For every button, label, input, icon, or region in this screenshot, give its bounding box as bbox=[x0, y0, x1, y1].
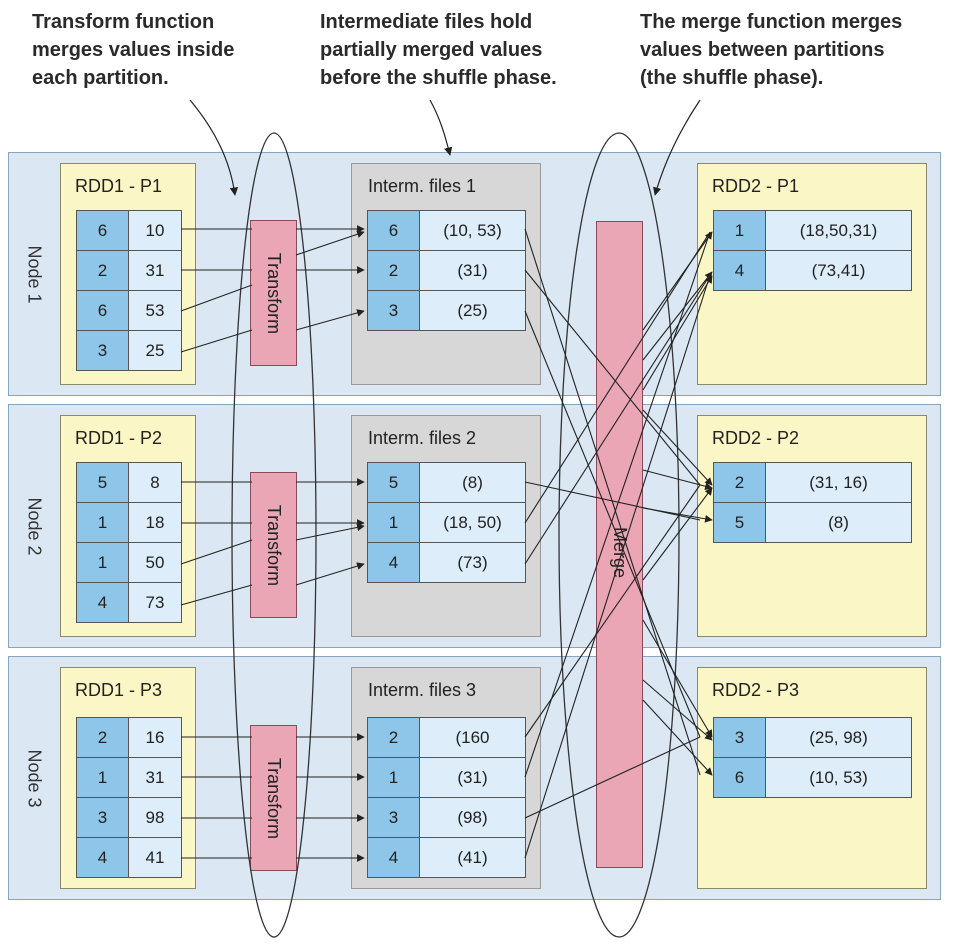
table-row: 4(41) bbox=[367, 837, 526, 878]
merge-box: Merge bbox=[596, 221, 643, 868]
transform-box-node-3: Transform bbox=[250, 725, 297, 871]
table-row: 2(31, 16) bbox=[713, 462, 912, 503]
transform-box-node-2: Transform bbox=[250, 472, 297, 618]
rdd2-p2-title: RDD2 - P2 bbox=[712, 428, 800, 448]
interm-files-3-table: 2(160 1(31) 3(98) 4(41) bbox=[367, 717, 526, 878]
table-row: 2(160 bbox=[367, 717, 526, 758]
interm-files-3-panel: Interm. files 3 2(160 1(31) 3(98) 4(41) bbox=[351, 667, 541, 889]
node-2-label: Node 2 bbox=[24, 496, 45, 556]
rdd2-p1-table: 1(18,50,31) 4(73,41) bbox=[713, 210, 912, 291]
callout-intermediate-files: Intermediate files hold partially merged… bbox=[320, 11, 557, 89]
interm-files-1-title: Interm. files 1 bbox=[368, 176, 477, 196]
interm-files-2-panel: Interm. files 2 5(8) 1(18, 50) 4(73) bbox=[351, 415, 541, 637]
table-row: 6(10, 53) bbox=[367, 210, 526, 251]
table-row: 3(98) bbox=[367, 797, 526, 838]
rdd2-p2-table: 2(31, 16) 5(8) bbox=[713, 462, 912, 543]
rdd2-p3-panel: RDD2 - P3 3(25, 98) 6(10, 53) bbox=[697, 667, 927, 889]
interm-files-2-title: Interm. files 2 bbox=[368, 428, 477, 448]
node-3-label: Node 3 bbox=[24, 748, 45, 808]
table-row: 3(25) bbox=[367, 290, 526, 331]
interm-files-2-table: 5(8) 1(18, 50) 4(73) bbox=[367, 462, 526, 583]
table-row: 1(31) bbox=[367, 757, 526, 798]
callout-intermediate-pointer bbox=[429, 99, 453, 156]
interm-files-1-table: 6(10, 53) 2(31) 3(25) bbox=[367, 210, 526, 331]
table-row: 5(8) bbox=[713, 502, 912, 543]
table-row: 1(18, 50) bbox=[367, 502, 526, 543]
interm-files-1-panel: Interm. files 1 6(10, 53) 2(31) 3(25) bbox=[351, 163, 541, 385]
rdd2-p1-title: RDD2 - P1 bbox=[712, 176, 800, 196]
table-row: 1(18,50,31) bbox=[713, 210, 912, 251]
table-row: 5(8) bbox=[367, 462, 526, 503]
table-row: 3(25, 98) bbox=[713, 717, 912, 758]
rdd1-p2-title: RDD1 - P2 bbox=[75, 428, 163, 448]
table-row: 2(31) bbox=[367, 250, 526, 291]
callout-transform: Transform function merges values inside … bbox=[32, 11, 235, 89]
rdd1-p3-title: RDD1 - P3 bbox=[75, 680, 163, 700]
rdd2-p2-panel: RDD2 - P2 2(31, 16) 5(8) bbox=[697, 415, 927, 637]
rdd2-p3-table: 3(25, 98) 6(10, 53) bbox=[713, 717, 912, 798]
rdd1-p1-title: RDD1 - P1 bbox=[75, 176, 163, 196]
table-row: 4(73) bbox=[367, 542, 526, 583]
transform-box-node-1: Transform bbox=[250, 220, 297, 366]
node-1-label: Node 1 bbox=[24, 244, 45, 304]
table-row: 4(73,41) bbox=[713, 250, 912, 291]
table-row: 6(10, 53) bbox=[713, 757, 912, 798]
callout-merge: The merge function merges values between… bbox=[640, 11, 903, 89]
rdd2-p1-panel: RDD2 - P1 1(18,50,31) 4(73,41) bbox=[697, 163, 927, 385]
rdd2-p3-title: RDD2 - P3 bbox=[712, 680, 800, 700]
interm-files-3-title: Interm. files 3 bbox=[368, 680, 477, 700]
